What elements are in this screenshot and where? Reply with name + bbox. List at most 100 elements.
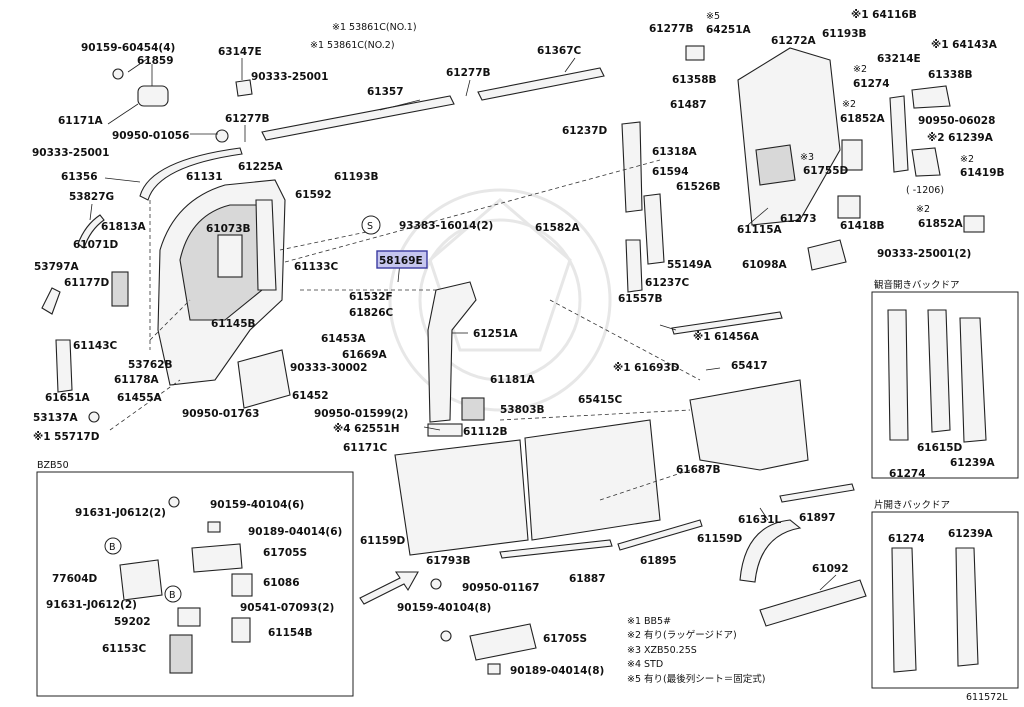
- label-61239a-katabiraki[interactable]: 61239A: [948, 528, 994, 540]
- label-90189-04014-inset[interactable]: 90189-04014(6): [248, 526, 342, 538]
- label-65415c[interactable]: 65415C: [578, 394, 623, 406]
- label-55149a[interactable]: 55149A: [667, 259, 713, 271]
- label-90159-40104-lower[interactable]: 90159-40104(8): [397, 602, 491, 614]
- label-91631-j0612-2[interactable]: 91631-J0612(2): [46, 599, 137, 611]
- label-61826c[interactable]: 61826C: [349, 307, 394, 319]
- label-61852a-1[interactable]: 61852A: [840, 113, 886, 125]
- part-53137a[interactable]: [88, 411, 100, 423]
- label-61367c[interactable]: 61367C: [537, 45, 582, 57]
- label-90333-25001-3[interactable]: 90333-25001(2): [877, 248, 971, 260]
- label-61251a[interactable]: 61251A: [473, 328, 519, 340]
- label-61274-kannon[interactable]: 61274: [889, 468, 926, 480]
- strip-61895[interactable]: [617, 519, 703, 551]
- part-53797a[interactable]: [41, 287, 61, 315]
- label-61687b[interactable]: 61687B: [676, 464, 721, 476]
- rail-61367c[interactable]: [477, 67, 605, 101]
- part-61705s-lower[interactable]: [469, 623, 537, 661]
- panel-65415c[interactable]: [524, 419, 661, 541]
- label-61171c[interactable]: 61171C: [343, 442, 388, 454]
- label-61615d[interactable]: 61615D: [917, 442, 963, 454]
- label-61274-katabiraki[interactable]: 61274: [888, 533, 925, 545]
- label-90950-01056[interactable]: 90950-01056: [112, 130, 189, 142]
- label-61755d[interactable]: 61755D: [803, 165, 849, 177]
- label-61453a[interactable]: 61453A: [321, 333, 367, 345]
- part-59202[interactable]: [177, 607, 201, 627]
- label-61237c[interactable]: 61237C: [645, 277, 690, 289]
- label-61592[interactable]: 61592: [295, 189, 332, 201]
- part-61153c[interactable]: [169, 634, 193, 674]
- label-61273[interactable]: 61273: [780, 213, 817, 225]
- label-61338b[interactable]: 61338B: [928, 69, 973, 81]
- part-61705s-inset[interactable]: [191, 543, 243, 573]
- label-61532f[interactable]: 61532F: [349, 291, 393, 303]
- label-63214e[interactable]: 63214E: [877, 53, 921, 65]
- part-61239a-kannon[interactable]: [959, 317, 987, 443]
- label-61631l[interactable]: 61631L: [738, 514, 782, 526]
- panel-61112b[interactable]: [394, 439, 529, 556]
- label-61418b[interactable]: 61418B: [840, 220, 885, 232]
- label-53762b[interactable]: 53762B: [128, 359, 173, 371]
- label-90950-06028[interactable]: 90950-06028: [918, 115, 995, 127]
- label-61705s-inset[interactable]: 61705S: [263, 547, 307, 559]
- part-61154b[interactable]: [231, 617, 251, 643]
- label-61693d[interactable]: ※1 61693D: [613, 362, 680, 374]
- label-61071d[interactable]: 61071D: [73, 239, 119, 251]
- label-91631-j0612-1[interactable]: 91631-J0612(2): [75, 507, 166, 519]
- label-61073b[interactable]: 61073B: [206, 223, 251, 235]
- label-65417[interactable]: 65417: [731, 360, 768, 372]
- part-61239a-top[interactable]: [889, 95, 909, 173]
- label-53827g[interactable]: 53827G: [69, 191, 114, 203]
- label-61143c[interactable]: 61143C: [73, 340, 118, 352]
- label-61277b-3[interactable]: 61277B: [225, 113, 270, 125]
- part-61419b[interactable]: [911, 147, 941, 177]
- part-90950-01167[interactable]: [430, 578, 442, 590]
- panel-61452[interactable]: [237, 349, 291, 409]
- label-61452[interactable]: 61452: [292, 390, 329, 402]
- label-90950-01599[interactable]: 90950-01599(2): [314, 408, 408, 420]
- label-90159-40104-inset[interactable]: 90159-40104(6): [210, 499, 304, 511]
- label-61133c[interactable]: 61133C: [294, 261, 339, 273]
- label-61582a[interactable]: 61582A: [535, 222, 581, 234]
- label-61239a-kannon[interactable]: 61239A: [950, 457, 996, 469]
- part-53803b[interactable]: [461, 397, 485, 421]
- label-61277b-1[interactable]: 61277B: [649, 23, 694, 35]
- part-62551h[interactable]: [427, 423, 463, 437]
- label-53861c-no2[interactable]: ※1 53861C(NO.2): [310, 40, 395, 51]
- arch-61631l[interactable]: [739, 519, 802, 583]
- pillar-61557b[interactable]: [625, 239, 643, 293]
- label-61897[interactable]: 61897: [799, 512, 836, 524]
- label-53797a[interactable]: 53797A: [34, 261, 80, 273]
- pillar-61251a[interactable]: [427, 281, 477, 423]
- part-61239a-katabiraki[interactable]: [955, 547, 979, 667]
- highlight-58169e-box[interactable]: [376, 250, 428, 269]
- part-90159-40104-lower[interactable]: [440, 630, 452, 642]
- label-61357[interactable]: 61357: [367, 86, 404, 98]
- label-90189-04014-lower[interactable]: 90189-04014(8): [510, 665, 604, 677]
- pillar-61237d[interactable]: [621, 121, 643, 213]
- label-55717d[interactable]: ※1 55717D: [33, 431, 100, 443]
- label-61859[interactable]: 61859: [137, 55, 174, 67]
- label-90333-25001-2[interactable]: 90333-25001: [32, 147, 109, 159]
- label-61153c[interactable]: 61153C: [102, 643, 147, 655]
- label-61455a[interactable]: 61455A: [117, 392, 163, 404]
- label-61705s-lower[interactable]: 61705S: [543, 633, 587, 645]
- inner-61115a[interactable]: [737, 47, 841, 226]
- label-61177d[interactable]: 61177D: [64, 277, 110, 289]
- label-61557b[interactable]: 61557B: [618, 293, 663, 305]
- label-61895[interactable]: 61895: [640, 555, 677, 567]
- label-61651a[interactable]: 61651A: [45, 392, 91, 404]
- part-61098a[interactable]: [807, 239, 847, 271]
- label-61887[interactable]: 61887: [569, 573, 606, 585]
- label-61358b[interactable]: 61358B: [672, 74, 717, 86]
- label-90950-01763[interactable]: 90950-01763: [182, 408, 259, 420]
- label-61115a[interactable]: 61115A: [737, 224, 783, 236]
- rail-61357[interactable]: [261, 95, 455, 141]
- label-64116b[interactable]: ※1 64116B: [851, 9, 917, 21]
- label-61318a[interactable]: 61318A: [652, 146, 698, 158]
- label-61193b-1[interactable]: 61193B: [822, 28, 867, 40]
- part-90159-60454[interactable]: [112, 68, 124, 80]
- label-61274[interactable]: 61274: [853, 78, 890, 90]
- label-53137a[interactable]: 53137A: [33, 412, 79, 424]
- label-61277b-2[interactable]: 61277B: [446, 67, 491, 79]
- part-61859[interactable]: [137, 85, 169, 107]
